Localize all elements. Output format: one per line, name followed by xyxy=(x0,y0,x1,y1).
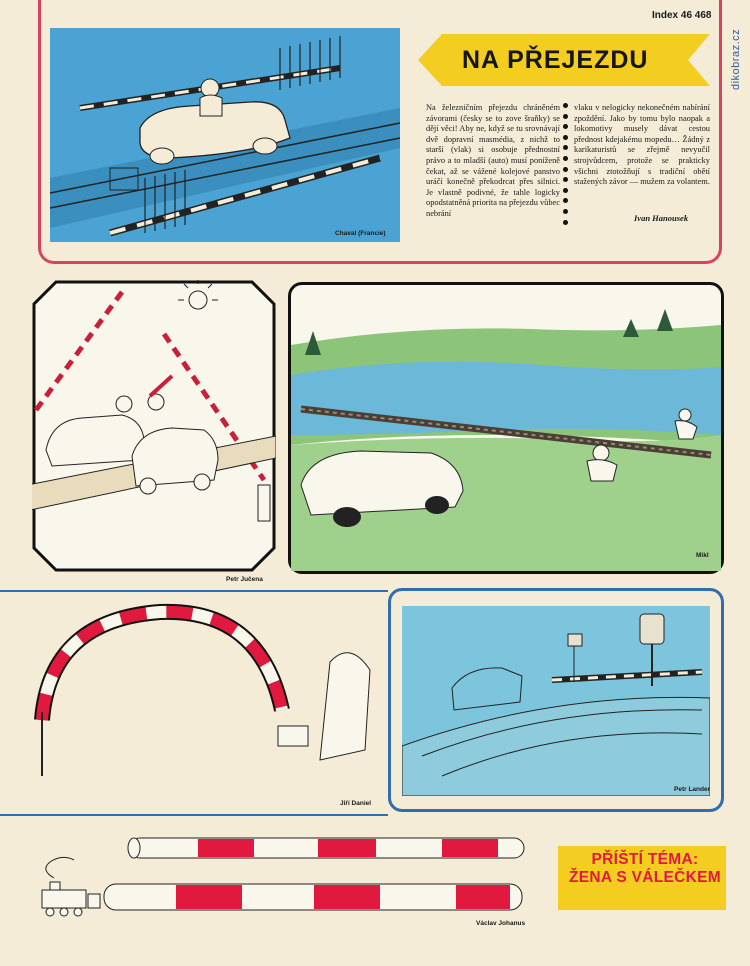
next-topic-text: PŘÍŠTÍ TÉMA: ŽENA S VÁLEČKEM xyxy=(566,851,724,887)
cartoon-train-barriers xyxy=(41,837,525,917)
article-frame xyxy=(38,0,722,264)
panel-lander-frame xyxy=(388,588,724,812)
next-topic-banner xyxy=(558,846,726,910)
car-at-crossing-drawing xyxy=(49,36,401,237)
column-bullets xyxy=(563,103,571,230)
next-topic-line-2: ŽENA S VÁLEČKEM xyxy=(568,869,722,886)
article-author: Ivan Hanousek xyxy=(634,213,689,223)
next-topic-line-1: PŘÍŠTÍ TÉMA: xyxy=(591,851,699,868)
credit-lander: Petr Lander xyxy=(674,786,711,793)
cartoon-chaval xyxy=(49,28,401,242)
article-column-2: vlaku v nelogicky nekonečném nabírání zp… xyxy=(574,103,710,187)
article-column-1: Na železničním přejezdu chráněném závora… xyxy=(426,103,560,218)
credit-mikl: Mikl xyxy=(696,552,709,559)
credit-jucena: Petr Jučena xyxy=(226,576,263,583)
credit-johanus: Václav Johanus xyxy=(476,920,526,927)
separator-blue-top xyxy=(0,590,388,592)
separator-blue-bottom xyxy=(0,814,388,816)
credit-chaval: Chaval (Francie) xyxy=(335,230,386,237)
credit-daniel: Jiří Daniel xyxy=(340,800,372,807)
car-in-ditch-drawing xyxy=(401,613,711,797)
cartoon-lake-fishing xyxy=(288,282,724,574)
cartoon-arch-barrier xyxy=(34,603,371,776)
article-title: NA PŘEJEZDU xyxy=(462,46,649,74)
lake-crossing-drawing xyxy=(291,309,721,571)
title-banner xyxy=(418,34,710,86)
issue-index: Index 46 468 xyxy=(652,10,712,21)
site-watermark: dikobraz.cz xyxy=(730,28,742,90)
cartoon-octagon-collision xyxy=(32,280,276,572)
cartoon-lander xyxy=(401,606,711,797)
